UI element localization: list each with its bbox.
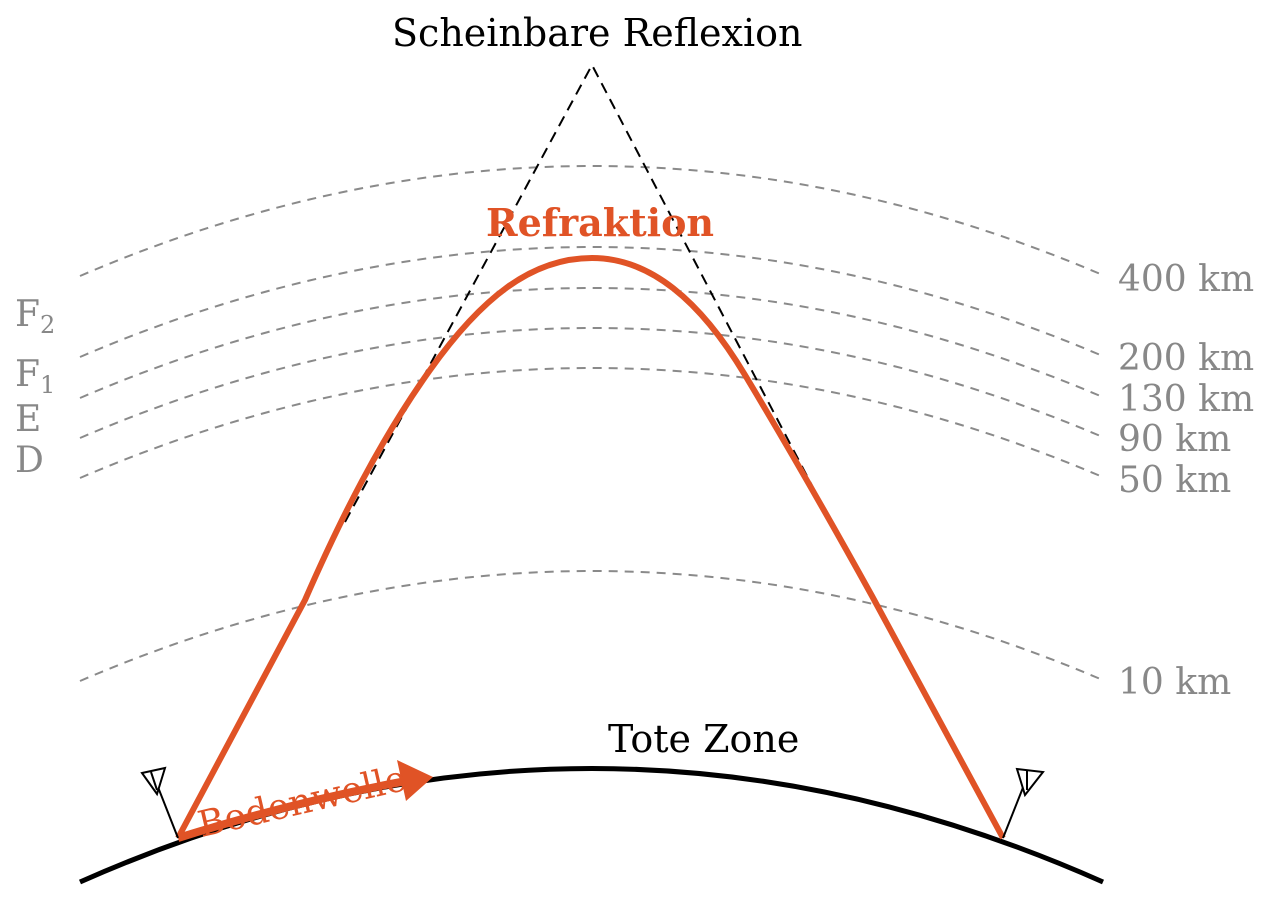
altitude-label-50km: 50 km xyxy=(1118,460,1232,501)
layer-label-e: E xyxy=(15,399,42,440)
antenna-icon xyxy=(1002,767,1045,839)
layer-curve-10km xyxy=(79,570,1106,682)
refraction-ray xyxy=(175,255,1006,840)
altitude-label-10km: 10 km xyxy=(1118,662,1232,703)
altitude-label-200km: 200 km xyxy=(1118,338,1255,379)
dead-zone-label: Tote Zone xyxy=(608,717,800,761)
layer-curve-200km xyxy=(79,246,1106,358)
layer-label-f1: F1 xyxy=(15,354,56,399)
apparent-reflection-label: Scheinbare Reflexion xyxy=(392,11,803,55)
refraction-label: Refraktion xyxy=(486,200,715,245)
altitude-label-130km: 130 km xyxy=(1118,379,1255,420)
layer-curve-50km xyxy=(79,367,1106,479)
layer-label-f2: F2 xyxy=(15,294,56,339)
ground-wave-arrowhead xyxy=(397,760,433,801)
ground-wave-path xyxy=(176,776,413,842)
altitude-label-400km: 400 km xyxy=(1118,259,1255,300)
apparent-reflection-line xyxy=(344,62,831,523)
layer-label-d: D xyxy=(15,440,44,481)
antenna-icon xyxy=(140,766,179,839)
altitude-label-90km: 90 km xyxy=(1118,419,1232,460)
